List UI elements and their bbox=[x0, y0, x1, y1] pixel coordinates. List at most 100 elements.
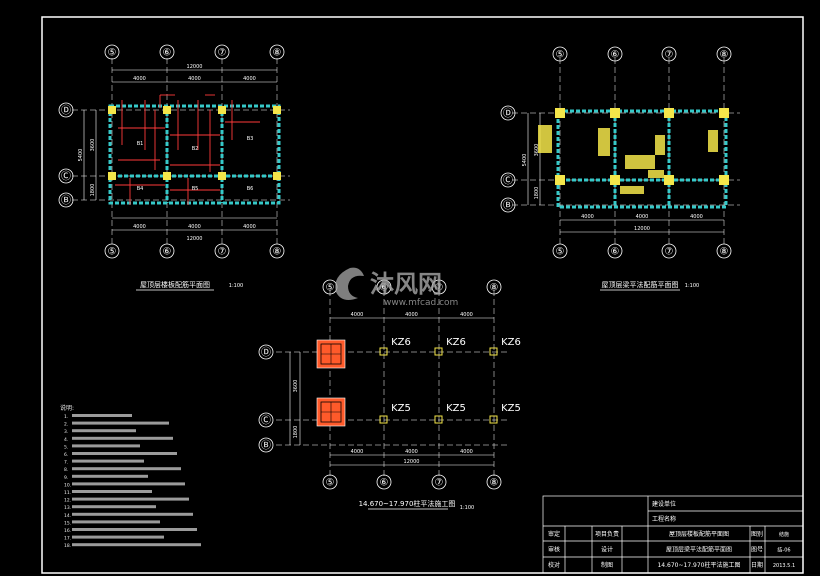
notes-block: 说明: 1.2.3.4.5.6.7.8.9.10.11.12.13.14.15.… bbox=[60, 404, 201, 549]
plan1-axis-top: ⑤ bbox=[104, 44, 120, 60]
column bbox=[610, 108, 620, 118]
plan2-dim-text: 3600 bbox=[534, 144, 540, 157]
kz-label: KZ5 bbox=[446, 403, 466, 414]
note-text-bar bbox=[72, 452, 177, 455]
axis-label: ⑦ bbox=[665, 247, 674, 258]
axis-bubble bbox=[58, 102, 74, 118]
axis-bubble bbox=[269, 243, 285, 259]
column bbox=[163, 172, 171, 180]
column bbox=[555, 108, 565, 118]
axis-label: ⑧ bbox=[720, 50, 729, 61]
plan3-scale: 1:100 bbox=[460, 505, 474, 511]
axis-label: ⑧ bbox=[273, 247, 282, 258]
tb-drawing-title: 屋顶层楼板配筋平面图 bbox=[669, 530, 729, 538]
plan1-axis-bottom: ⑦ bbox=[214, 243, 230, 259]
plan1-dim-total: 5400 bbox=[78, 149, 84, 162]
slab-tag: B4 bbox=[137, 186, 144, 192]
plan1-axis-row: Ⓑ bbox=[58, 192, 74, 208]
axis-label: Ⓒ bbox=[503, 175, 513, 187]
column bbox=[664, 175, 674, 185]
plan3-column-detail-c bbox=[316, 397, 346, 427]
axis-label: ⑥ bbox=[380, 478, 389, 489]
axis-label: ⑦ bbox=[435, 283, 444, 294]
slab-tag: B5 bbox=[192, 186, 199, 192]
axis-bubble bbox=[486, 279, 502, 295]
plan3-dim-text: 4000 bbox=[460, 312, 473, 318]
slab-tag: B6 bbox=[247, 186, 254, 192]
watermark-url: www.mfcad.com bbox=[384, 298, 458, 308]
mfcad-logo-icon bbox=[335, 267, 364, 300]
axis-bubble bbox=[322, 474, 338, 490]
axis-label: ⑧ bbox=[273, 48, 282, 59]
axis-bubble bbox=[486, 474, 502, 490]
axis-label: ⑤ bbox=[326, 283, 335, 294]
axis-label: ⑥ bbox=[380, 283, 389, 294]
plan2-title: 屋顶层梁平法配筋平面图 bbox=[602, 280, 679, 289]
tb-role: 校对 bbox=[548, 561, 560, 569]
column bbox=[273, 172, 281, 180]
axis-bubble bbox=[552, 46, 568, 62]
plan2-axis-bottom: ⑦ bbox=[661, 243, 677, 259]
axis-bubble bbox=[104, 44, 120, 60]
plan3-axis-top: ⑧ bbox=[486, 279, 502, 295]
axis-label: ⑦ bbox=[218, 247, 227, 258]
plan2-dim-total: 12000 bbox=[634, 226, 650, 232]
axis-label: ⑥ bbox=[163, 247, 172, 258]
axis-bubble bbox=[552, 243, 568, 259]
note-text-bar bbox=[72, 535, 164, 539]
column-marker bbox=[379, 415, 388, 424]
column bbox=[218, 106, 226, 114]
plan3-dim-text: 4000 bbox=[351, 449, 364, 455]
axis-label: ⑤ bbox=[108, 48, 117, 59]
note-line: 13. bbox=[64, 505, 71, 511]
note-text-bar bbox=[72, 414, 132, 417]
axis-label: ⑤ bbox=[556, 50, 565, 61]
plan1-axis-bottom: ⑧ bbox=[269, 243, 285, 259]
axis-label: Ⓒ bbox=[261, 415, 271, 427]
note-line: 12. bbox=[64, 498, 71, 504]
tb-role: 设计 bbox=[601, 546, 613, 554]
tb-role: 审定 bbox=[548, 530, 560, 538]
plan3-dim-text: 4000 bbox=[351, 312, 364, 318]
plan2-axis-bottom: ⑤ bbox=[552, 243, 568, 259]
axis-label: ⑦ bbox=[218, 48, 227, 59]
column bbox=[719, 175, 729, 185]
plan1-dim-text: 4000 bbox=[133, 224, 146, 230]
plan3-dim-text: 4000 bbox=[460, 449, 473, 455]
plan1-beam-outline bbox=[108, 104, 281, 205]
column bbox=[108, 106, 116, 114]
axis-label: Ⓑ bbox=[503, 200, 513, 212]
column bbox=[108, 172, 116, 180]
plan3-column-layout: ⑤⑤⑥⑥⑦⑦⑧⑧ⒹⒸⒷ40004000400040004000400012000… bbox=[258, 279, 521, 511]
annotation-block bbox=[625, 155, 655, 169]
tb-company: 建设单位 bbox=[652, 500, 676, 508]
axis-label: ⑥ bbox=[611, 247, 620, 258]
tb-field: 图别 bbox=[751, 530, 763, 538]
plan2-axis-top: ⑧ bbox=[716, 46, 732, 62]
note-text-bar bbox=[72, 459, 144, 463]
plan1-axis-top: ⑦ bbox=[214, 44, 230, 60]
column-marker bbox=[434, 415, 443, 424]
column-marker bbox=[489, 347, 498, 356]
plan1-dim-total: 12000 bbox=[187, 64, 203, 70]
note-text-bar bbox=[72, 421, 169, 425]
tb-role: 制图 bbox=[601, 561, 613, 569]
axis-bubble bbox=[58, 192, 74, 208]
note-line: 16. bbox=[64, 528, 71, 534]
plan3-dim-text: 4000 bbox=[405, 312, 418, 318]
column bbox=[719, 108, 729, 118]
plan2-axis-row: Ⓑ bbox=[500, 197, 516, 213]
plan1-columns bbox=[108, 106, 281, 180]
title-block bbox=[542, 495, 804, 574]
kz-label: KZ6 bbox=[446, 337, 466, 348]
plan1-title: 屋顶层楼板配筋平面图 bbox=[140, 280, 210, 289]
plan2-dim-text: 4000 bbox=[581, 214, 594, 220]
axis-bubble bbox=[258, 344, 274, 360]
note-text-bar bbox=[72, 429, 136, 433]
plan2-axis-bottom: ⑧ bbox=[716, 243, 732, 259]
plan2-scale: 1:100 bbox=[685, 283, 699, 289]
slab-tag: B1 bbox=[137, 141, 144, 147]
note-line: 11. bbox=[64, 490, 71, 496]
